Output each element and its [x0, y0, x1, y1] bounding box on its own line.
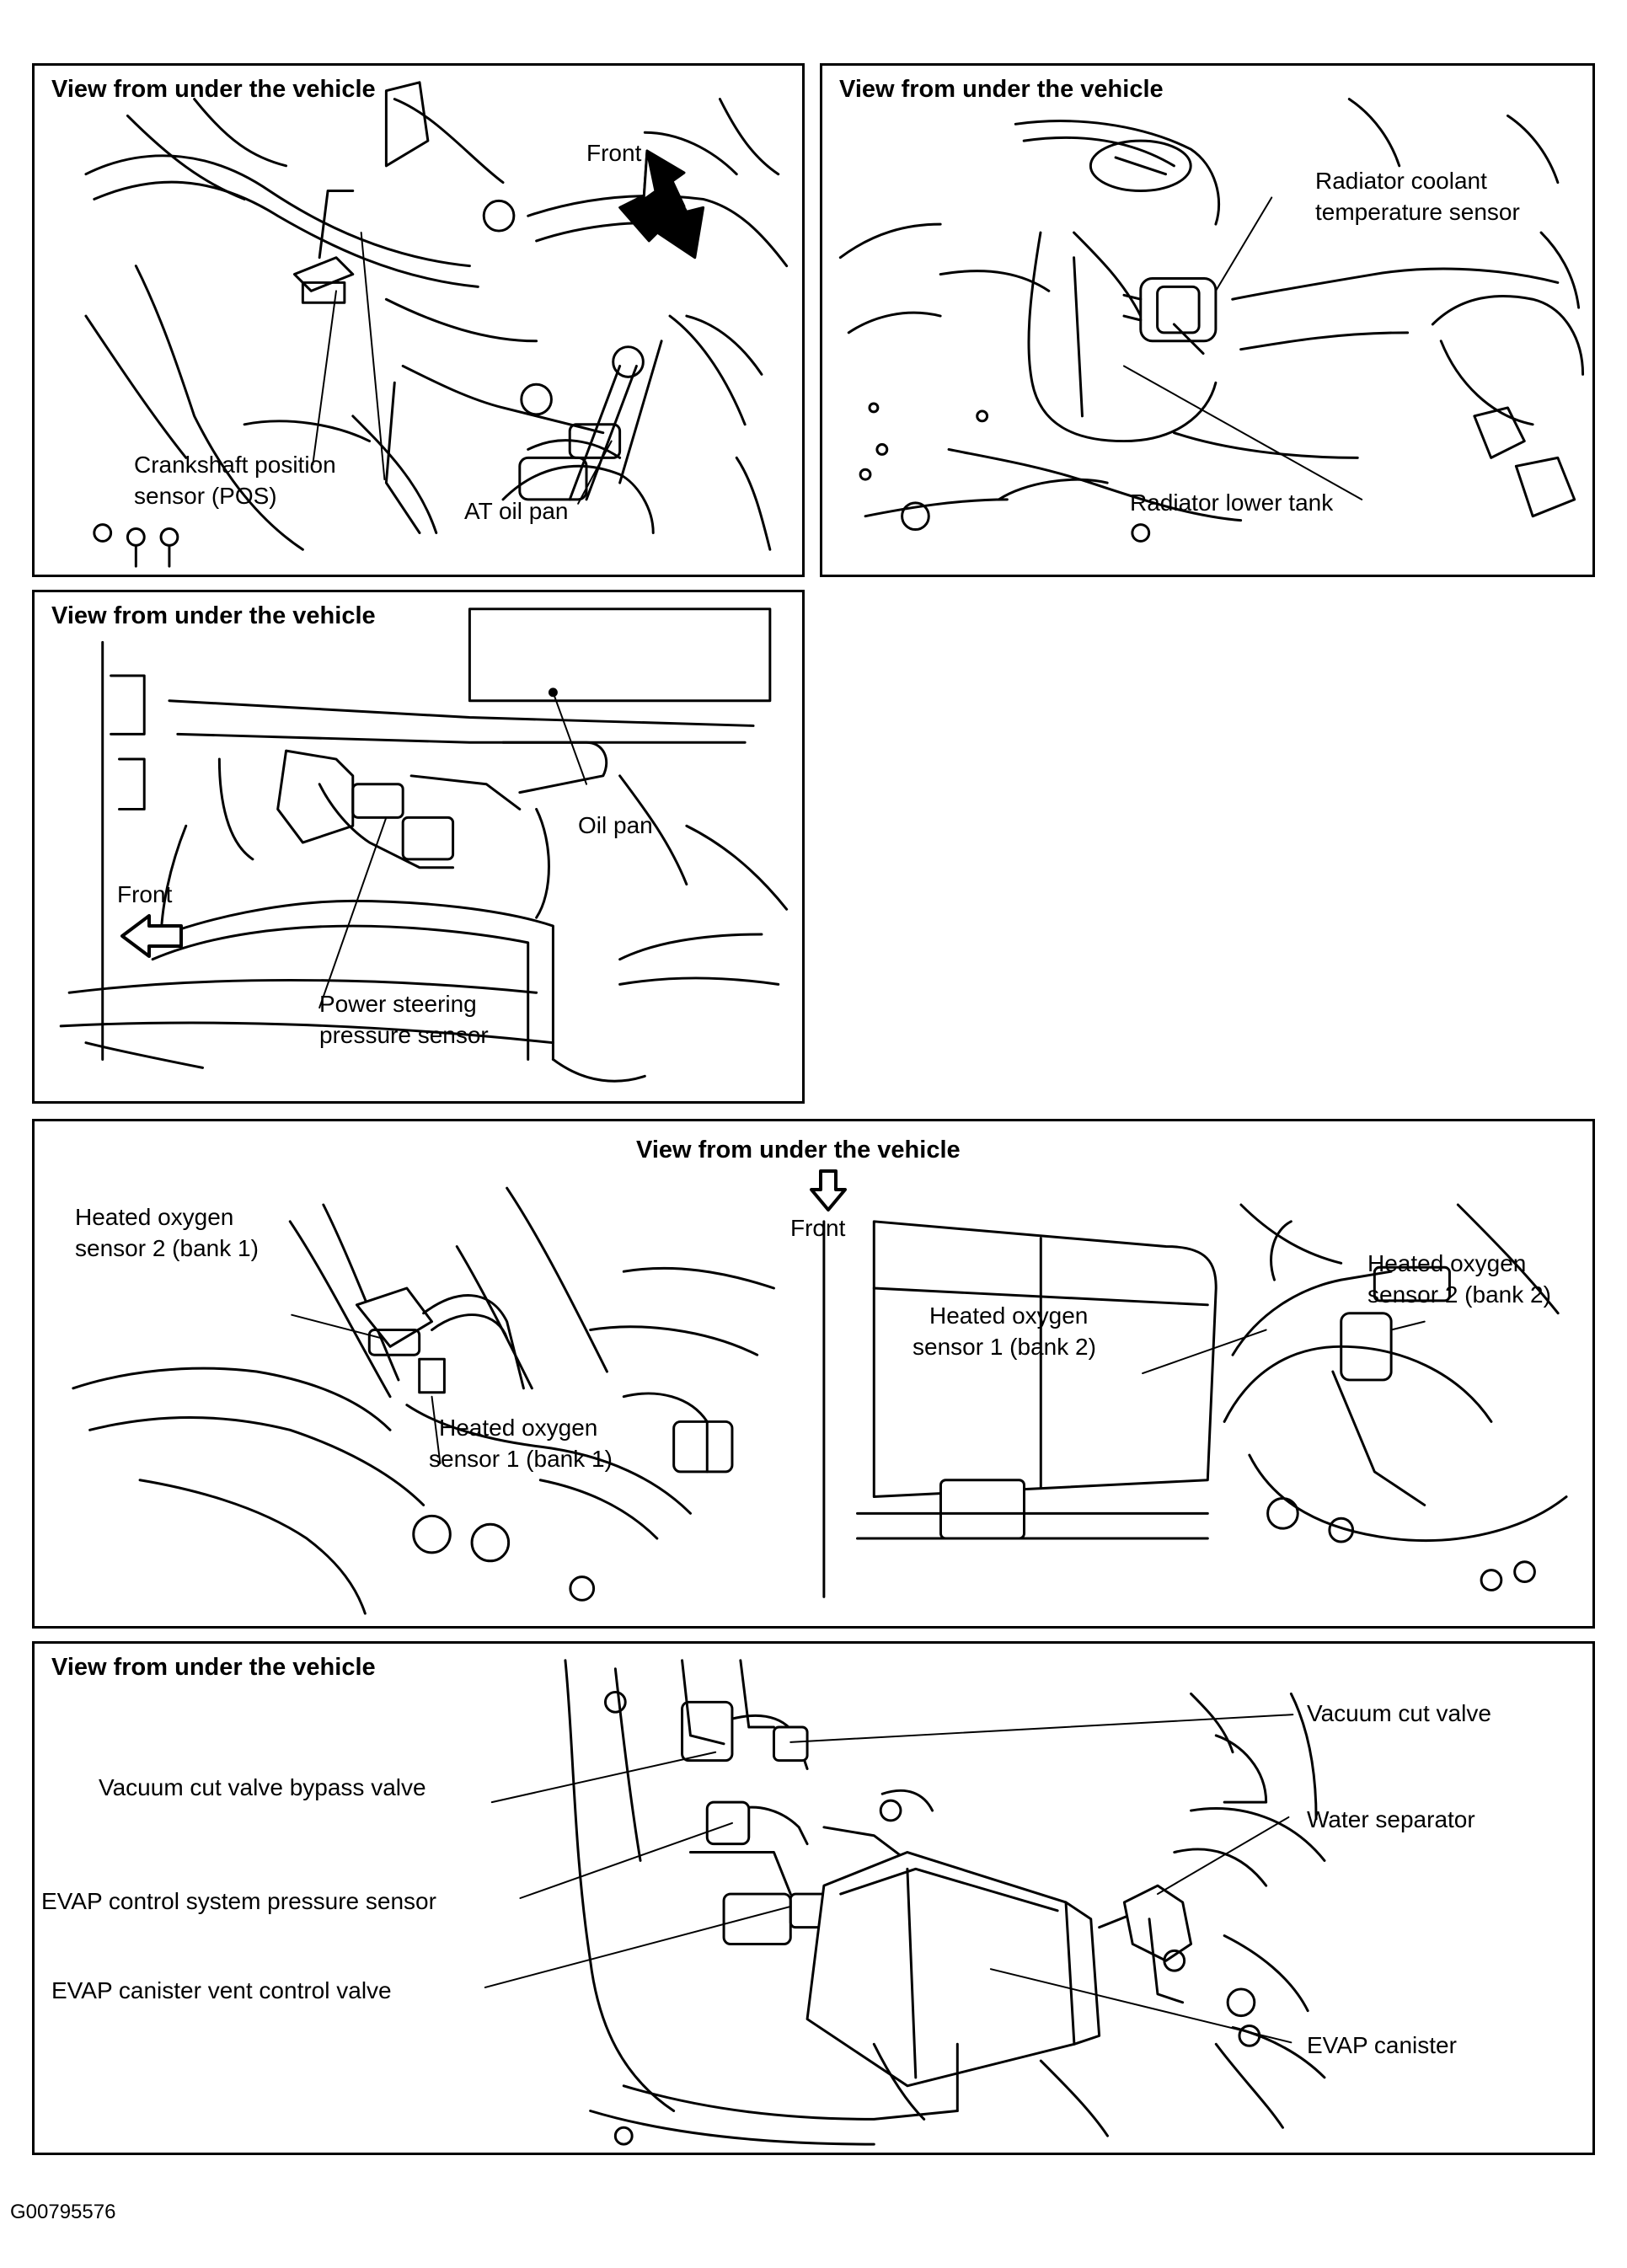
label-hos1-bank2-line2: sensor 1 (bank 2): [913, 1334, 1096, 1360]
label-oil-pan: Oil pan: [578, 812, 653, 838]
evap-illustration: [484, 1659, 1326, 2146]
label-evap-pressure-sensor: EVAP control system pressure sensor: [41, 1888, 436, 1914]
front-arrow-icon: [120, 914, 183, 958]
panel-title: View from under the vehicle: [51, 1654, 376, 1681]
label-evap-canister: EVAP canister: [1307, 2032, 1457, 2058]
label-hos2-bank2-line1: Heated oxygen: [1367, 1250, 1527, 1276]
label-water-separator: Water separator: [1307, 1806, 1475, 1832]
label-power-steering-line2: pressure sensor: [319, 1022, 489, 1048]
label-vacuum-cut-valve-bypass-valve: Vacuum cut valve bypass valve: [99, 1774, 426, 1800]
label-crankshaft-position-sensor-line2: sensor (POS): [134, 483, 277, 509]
label-front: Front: [586, 140, 642, 166]
label-hos2-bank1-line1: Heated oxygen: [75, 1204, 234, 1230]
label-at-oil-pan: AT oil pan: [464, 498, 569, 524]
label-hos1-bank1-line2: sensor 1 (bank 1): [429, 1446, 613, 1472]
panel-heated-oxygen-sensors: View from under the vehicle Front Heated…: [32, 1119, 1595, 1629]
label-hos1-bank1-line1: Heated oxygen: [439, 1415, 598, 1441]
panel-title: View from under the vehicle: [51, 76, 376, 103]
figure-code: G00795576: [10, 2201, 116, 2223]
label-front: Front: [790, 1215, 846, 1241]
label-hos1-bank2-line1: Heated oxygen: [929, 1302, 1089, 1329]
panel-crankshaft-position-sensor: View from under the vehicle Front Cranks…: [32, 63, 805, 577]
label-front: Front: [117, 881, 173, 907]
panel-power-steering-pressure-sensor: View from under the vehicle Oil pan Fron…: [32, 590, 805, 1104]
label-radiator-coolant-line2: temperature sensor: [1315, 199, 1520, 225]
radiator-illustration: [838, 98, 1585, 543]
panel-evap-system: View from under the vehicle Vacuum cut v…: [32, 1641, 1595, 2155]
panel-radiator-coolant-temperature-sensor: View from under the vehicle Radiator coo…: [820, 63, 1595, 577]
front-arrow-down-icon: [810, 1169, 847, 1212]
label-hos2-bank2-line2: sensor 2 (bank 2): [1367, 1281, 1551, 1308]
oxygen-sensors-illustration: [72, 1186, 1568, 1615]
label-evap-vent-control-valve: EVAP canister vent control valve: [51, 1977, 392, 2003]
panel-title: View from under the vehicle: [636, 1137, 961, 1163]
label-vacuum-cut-valve: Vacuum cut valve: [1307, 1700, 1491, 1726]
crankshaft-illustration: [84, 81, 789, 568]
label-power-steering-line1: Power steering: [319, 991, 477, 1017]
label-crankshaft-position-sensor-line1: Crankshaft position: [134, 452, 336, 478]
panel-title: View from under the vehicle: [839, 76, 1164, 103]
front-arrow-icon: [642, 149, 686, 218]
label-radiator-lower-tank: Radiator lower tank: [1130, 489, 1334, 516]
label-hos2-bank1-line2: sensor 2 (bank 1): [75, 1235, 259, 1261]
power-steering-illustration: [59, 607, 789, 1083]
panel-title: View from under the vehicle: [51, 602, 376, 629]
label-radiator-coolant-line1: Radiator coolant: [1315, 168, 1487, 194]
